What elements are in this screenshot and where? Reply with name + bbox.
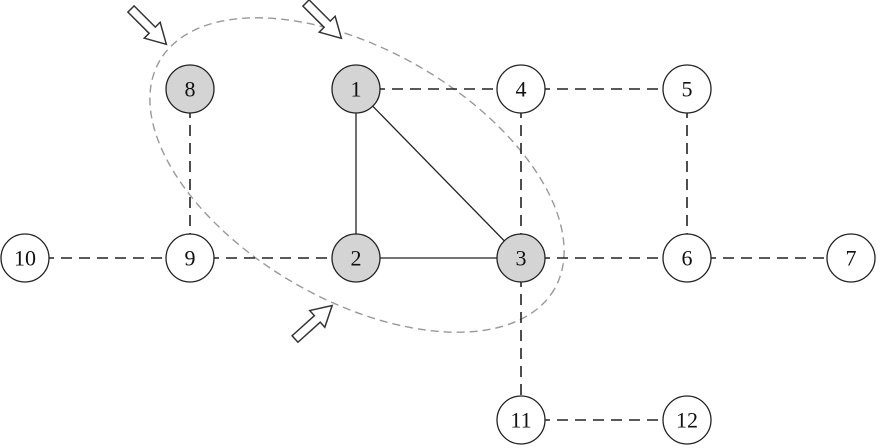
node-circle xyxy=(826,233,876,283)
node-label: 7 xyxy=(846,246,857,271)
edge-1-3 xyxy=(355,88,522,259)
node-circle xyxy=(496,233,546,283)
node-10: 10 xyxy=(0,233,50,283)
node-circle xyxy=(0,233,50,283)
node-circle xyxy=(662,233,712,283)
node-2: 2 xyxy=(331,233,381,283)
node-label: 3 xyxy=(516,246,527,271)
node-9: 9 xyxy=(165,233,215,283)
node-label: 4 xyxy=(516,77,527,102)
node-label: 12 xyxy=(676,408,698,433)
arrow-to-node-2 xyxy=(291,304,334,344)
node-label: 6 xyxy=(682,246,693,271)
node-label: 10 xyxy=(14,246,36,271)
node-circle xyxy=(662,64,712,114)
node-circle xyxy=(496,64,546,114)
node-5: 5 xyxy=(662,64,712,114)
node-12: 12 xyxy=(662,395,712,445)
arrow-to-node-1 xyxy=(301,0,343,40)
node-label: 9 xyxy=(185,246,196,271)
node-label: 5 xyxy=(682,77,693,102)
node-circle xyxy=(662,395,712,445)
node-1: 1 xyxy=(331,64,381,114)
node-label: 8 xyxy=(185,77,196,102)
node-label: 2 xyxy=(351,246,362,271)
node-circle xyxy=(496,395,546,445)
node-label: 11 xyxy=(510,408,531,433)
node-circle xyxy=(331,64,381,114)
node-4: 4 xyxy=(496,64,546,114)
node-circle xyxy=(331,233,381,283)
node-6: 6 xyxy=(662,233,712,283)
node-circle xyxy=(165,64,215,114)
node-3: 3 xyxy=(496,233,546,283)
arrow-to-node-8 xyxy=(126,4,168,46)
node-circle xyxy=(165,233,215,283)
node-label: 1 xyxy=(351,77,362,102)
node-11: 11 xyxy=(496,395,546,445)
group-ellipse xyxy=(149,17,565,333)
node-8: 8 xyxy=(165,64,215,114)
node-7: 7 xyxy=(826,233,876,283)
